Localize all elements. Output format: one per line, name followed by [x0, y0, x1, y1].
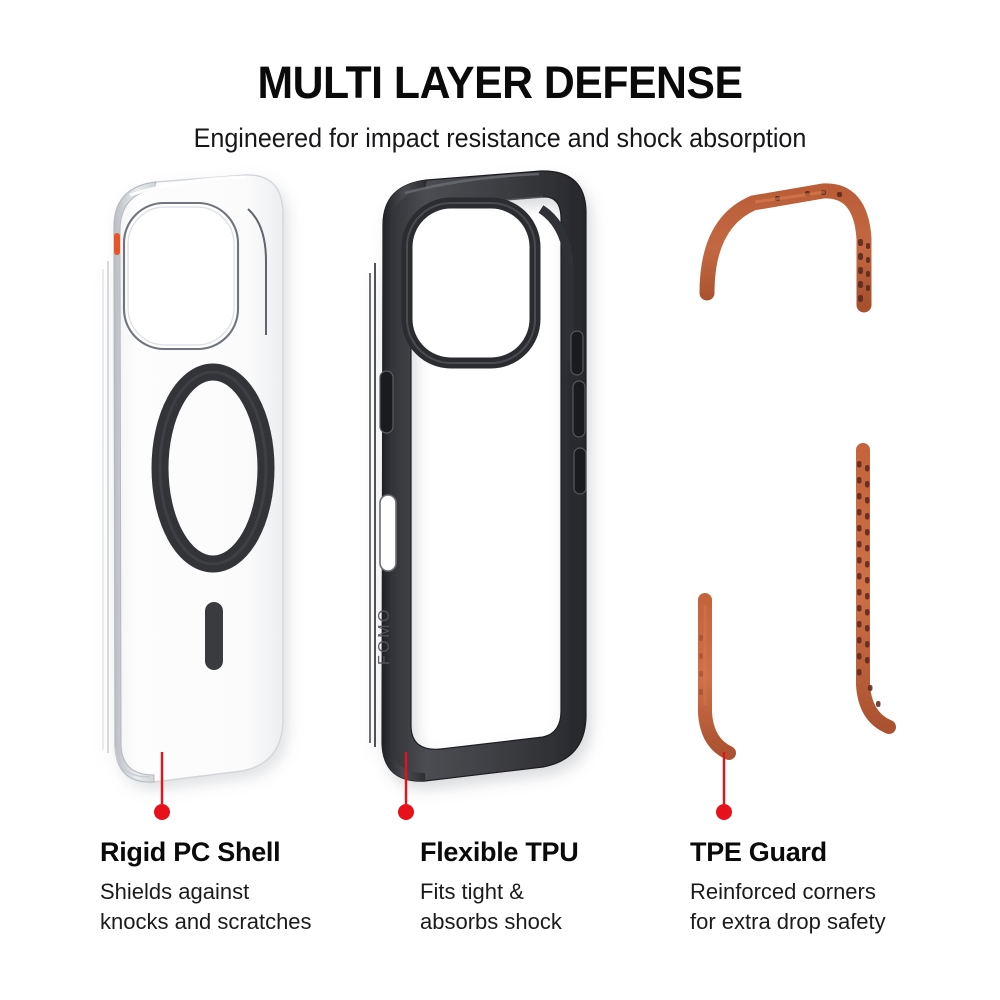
perforation-texture-right [857, 461, 881, 707]
pointer-tpu-frame [391, 752, 421, 822]
magsafe-ring [151, 363, 275, 573]
callout-title-pc-shell: Rigid PC Shell [100, 837, 281, 867]
product-image-pc-shell [70, 165, 330, 805]
camera-cutout [122, 201, 267, 351]
product-image-tpu-frame: FOMO [345, 165, 625, 805]
tpu-frame-illustration: FOMO [369, 170, 587, 782]
callout-desc-pc-shell: Shields against knocks and scratches [100, 879, 312, 934]
right-side-strip [856, 443, 896, 734]
product-stage: FOMO [0, 165, 1000, 815]
left-bottom-strip [698, 593, 736, 760]
camera-opening [401, 197, 574, 369]
accent-mark [114, 233, 120, 255]
callout-title-tpe-guard: TPE Guard [690, 837, 827, 867]
callout-title-tpu-frame: Flexible TPU [420, 837, 579, 867]
callout-tpu-frame: Flexible TPU Fits tight & absorbs shock [420, 836, 720, 937]
product-image-tpe-guard [655, 165, 945, 805]
tpe-guard-illustration [698, 183, 896, 760]
page-subtitle: Engineered for impact resistance and sho… [193, 123, 807, 153]
pointer-tpe-guard [709, 752, 739, 822]
action-button-cutout [379, 370, 394, 434]
alignment-marker [205, 602, 223, 670]
mute-switch-cutout [379, 494, 397, 572]
pc-shell-illustration [102, 174, 284, 783]
callout-pc-shell: Rigid PC Shell Shields against knocks an… [100, 836, 400, 937]
page-title: MULTI LAYER DEFENSE [257, 57, 743, 108]
callout-desc-tpu-frame: Fits tight & absorbs shock [420, 879, 562, 934]
brand-emboss: FOMO [376, 607, 393, 665]
callout-desc-tpe-guard: Reinforced corners for extra drop safety [690, 879, 886, 934]
header: MULTI LAYER DEFENSE Engineered for impac… [0, 0, 1000, 154]
callout-tpe-guard: TPE Guard Reinforced corners for extra d… [690, 836, 990, 937]
pointer-pc-shell [147, 752, 177, 822]
volume-button-cutouts [570, 330, 586, 438]
power-button-cutout [573, 447, 587, 495]
top-corner-strip [699, 183, 872, 313]
